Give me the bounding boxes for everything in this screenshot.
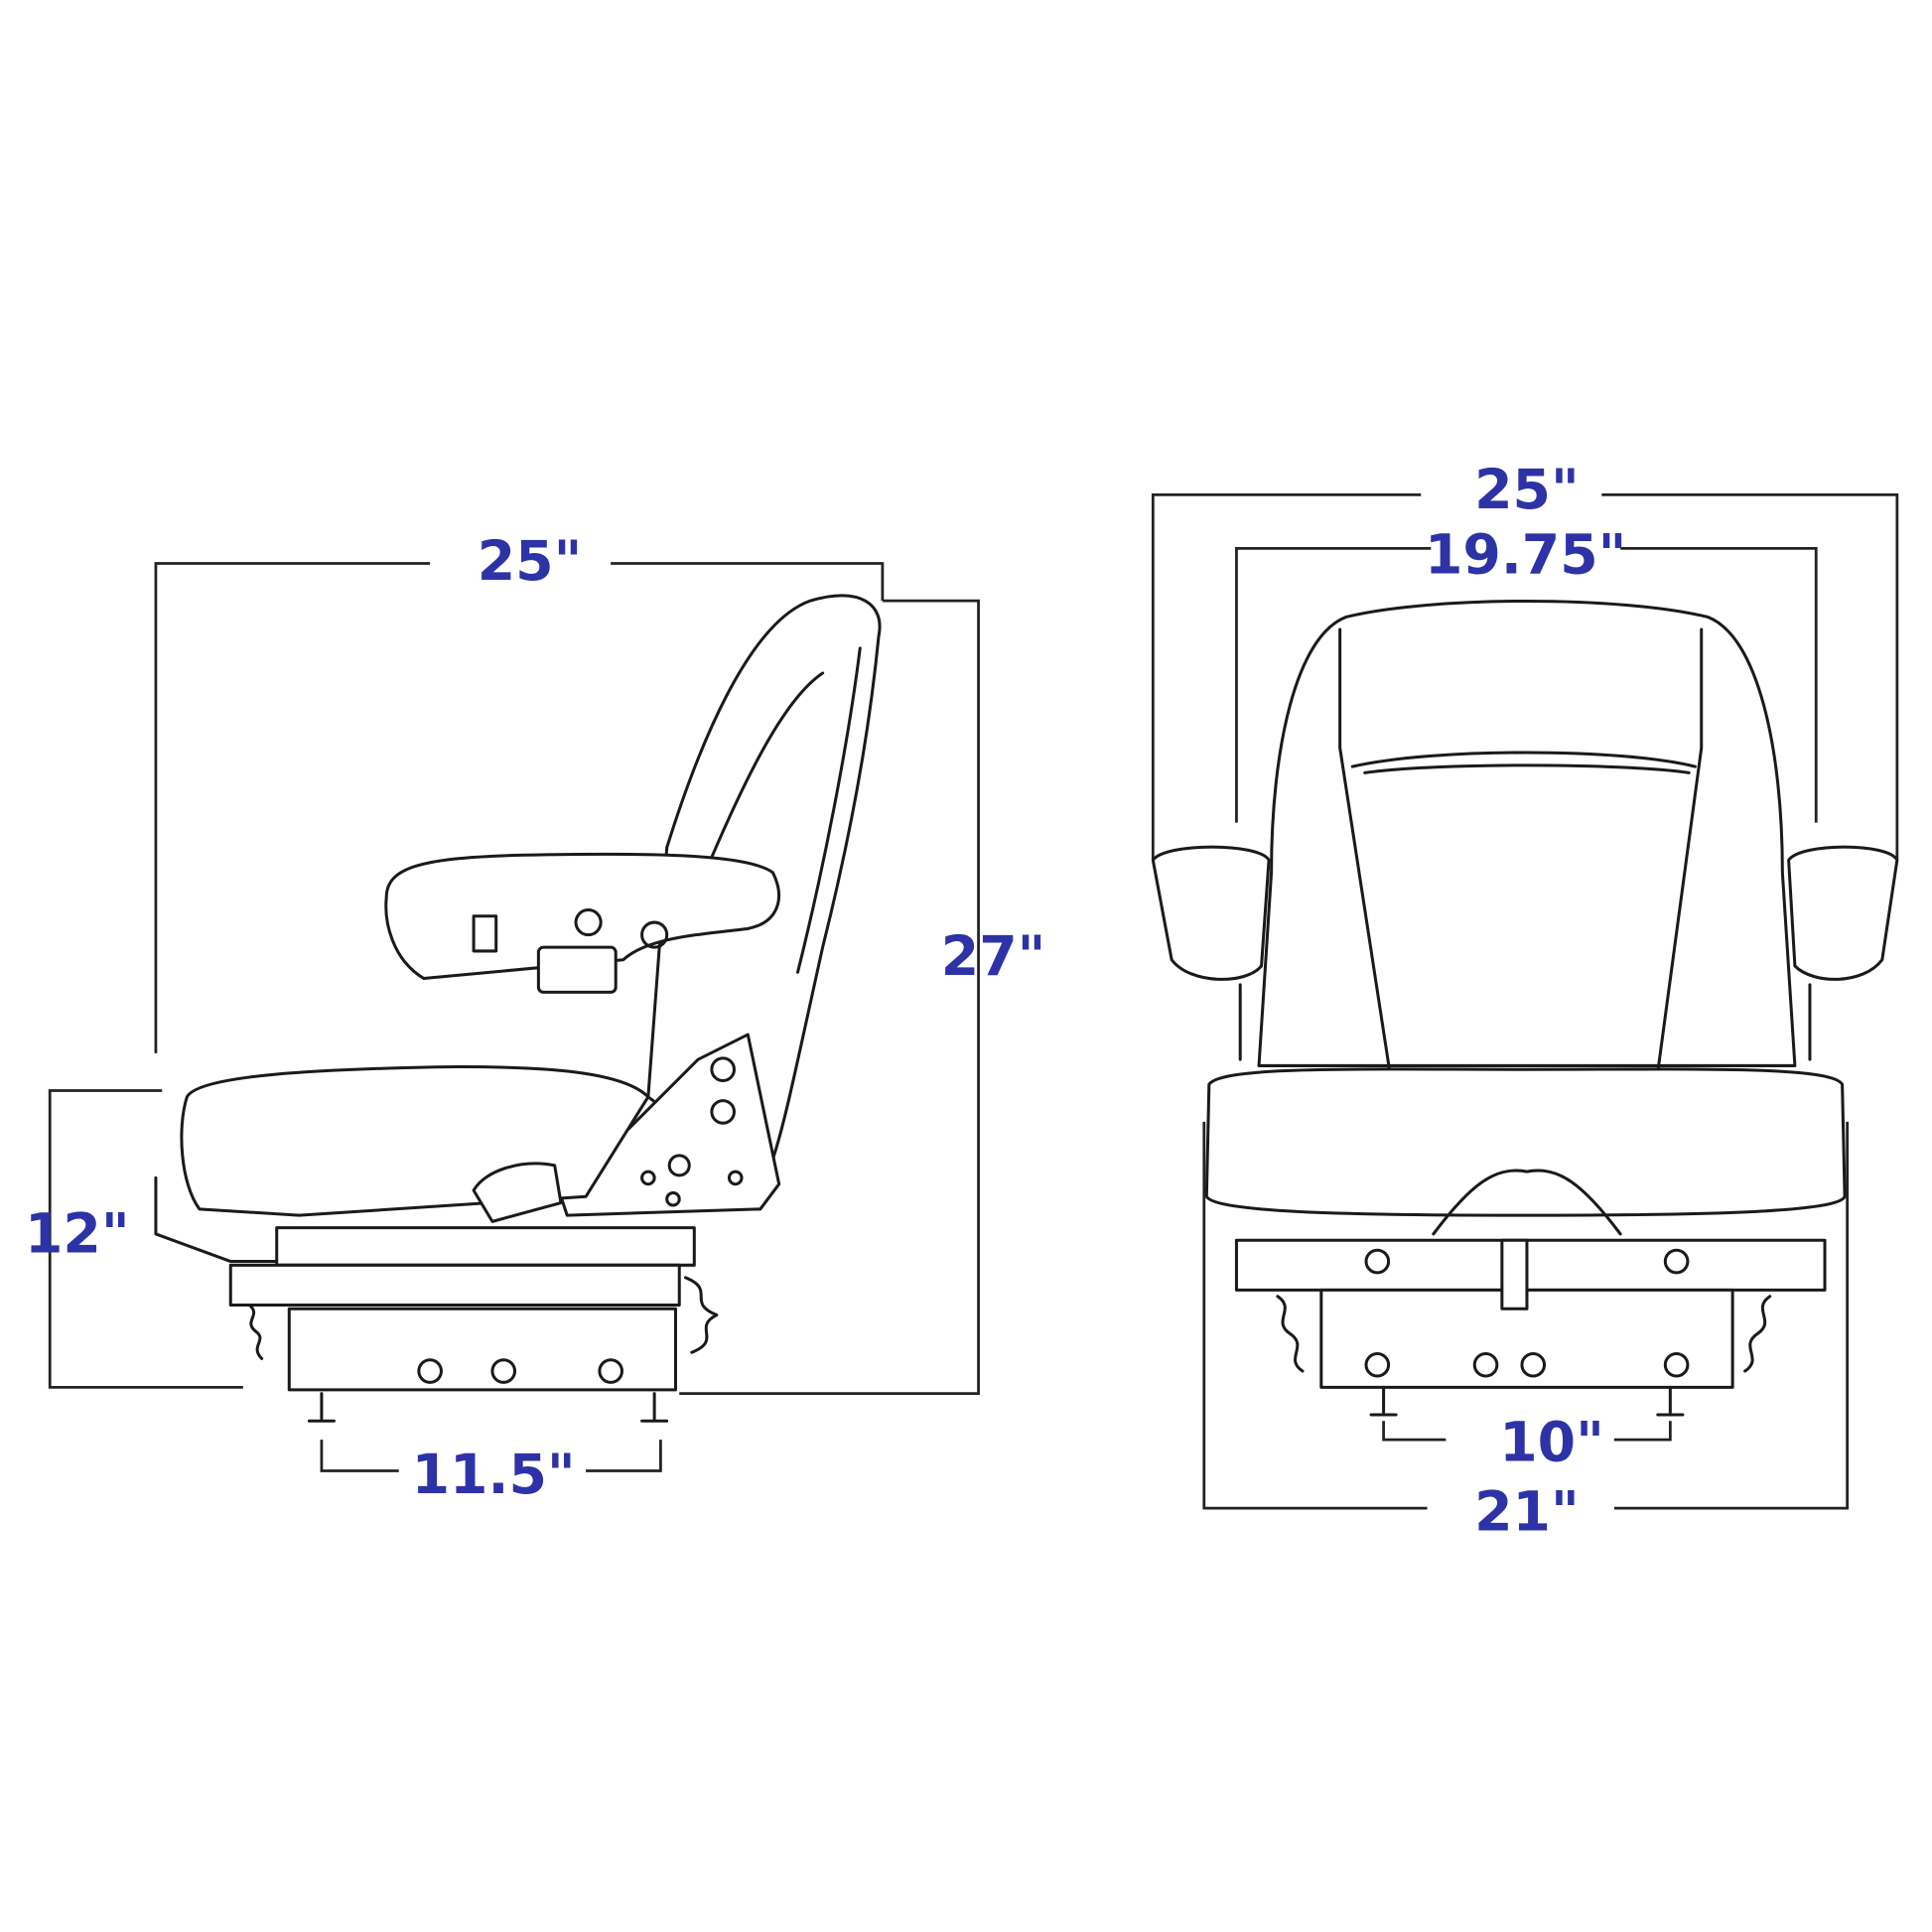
side-mount-spacing-label: 11.5" [412,1444,576,1507]
front-width-label: 25" [1474,459,1580,522]
side-view-seat-drawing [154,594,882,1423]
backrest-width-label: 19.75" [1425,524,1627,588]
front-dimension-lines [1151,493,1899,1510]
front-view-seat-drawing [1151,599,1899,1417]
side-height-label: 27" [941,925,1046,989]
side-dimension-lines [48,562,980,1472]
front-mount-spacing-label: 10" [1499,1411,1604,1474]
seat-height-label: 12" [25,1203,130,1267]
base-width-label: 21" [1474,1481,1580,1545]
side-depth-label: 25" [478,530,583,594]
